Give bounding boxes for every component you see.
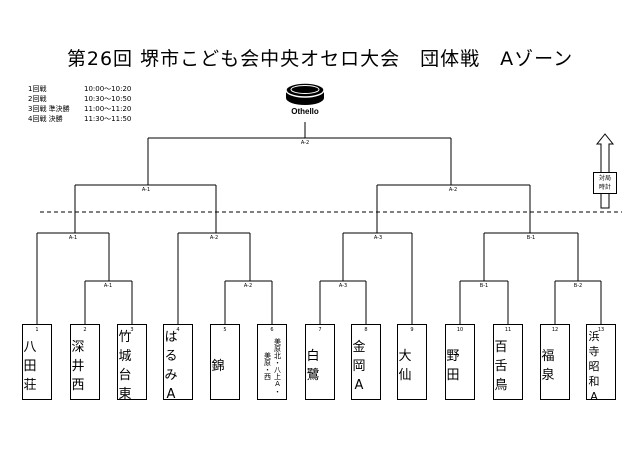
- team-box: 1 八田荘: [22, 324, 52, 400]
- team-name-line: 美原北・八上A・: [273, 337, 282, 395]
- schedule-round: 3回戦 準決勝: [28, 105, 70, 113]
- schedule-row: 3回戦 準決勝 11:00～11:20: [28, 104, 144, 114]
- match-label-r1-5: B-2: [573, 283, 583, 289]
- team-box: 10 野田: [445, 324, 475, 400]
- match-label-r1-4: B-1: [479, 283, 489, 289]
- team-box: 7 白鷺: [305, 324, 335, 400]
- team-name: 大仙: [398, 349, 412, 383]
- schedule-round: 2回戦: [28, 95, 47, 103]
- othello-logo-text: Othello: [291, 107, 319, 116]
- up-arrow-icon: [595, 133, 615, 209]
- team-number: 13: [597, 327, 605, 333]
- schedule-time: 11:30～11:50: [84, 115, 132, 123]
- team-number: 4: [176, 327, 180, 333]
- match-label-semi-right: A-2: [448, 187, 458, 193]
- team-box: 12 福泉: [540, 324, 570, 400]
- schedule-time: 10:30～10:50: [84, 95, 132, 103]
- schedule-list: 1回戦 10:00～10:20 2回戦 10:30～10:50 3回戦 準決勝 …: [28, 84, 144, 124]
- team-box: 13 浜寺昭和A: [586, 324, 616, 403]
- team-box: 2 深井西: [70, 324, 100, 400]
- match-label-qf-4: B-1: [526, 235, 536, 241]
- match-label-final: A-2: [300, 140, 310, 146]
- team-number: 6: [270, 327, 274, 333]
- team-number: 7: [318, 327, 322, 333]
- match-label-r1-1: A-1: [103, 283, 113, 289]
- schedule-time: 10:00～10:20: [84, 85, 132, 93]
- team-number: 1: [35, 327, 39, 333]
- team-box: 11 百舌鳥: [493, 324, 523, 400]
- team-name: はるみA: [164, 330, 178, 402]
- bracket-connectors: [36, 122, 602, 324]
- match-label-r1-3: A-3: [338, 283, 348, 289]
- team-number: 9: [410, 327, 414, 333]
- match-label-semi-left: A-1: [141, 187, 151, 193]
- team-number: 11: [504, 327, 512, 333]
- schedule-row: 1回戦 10:00～10:20: [28, 84, 144, 94]
- team-box: 6 美原北・八上A・ 美原・西: [257, 324, 287, 400]
- team-box: 9 大仙: [397, 324, 427, 400]
- team-number: 10: [456, 327, 464, 333]
- team-name: 深井西: [71, 339, 85, 393]
- schedule-round: 4回戦 決勝: [28, 115, 63, 123]
- team-name: 竹城台東: [118, 330, 132, 402]
- team-name: 浜寺昭和A: [588, 329, 600, 403]
- team-name: 白鷺: [306, 349, 320, 383]
- team-name: 百舌鳥: [494, 339, 508, 393]
- match-label-qf-2: A-2: [209, 235, 219, 241]
- othello-disc-icon: [285, 82, 325, 105]
- team-name: 野田: [446, 349, 460, 383]
- team-number: 8: [364, 327, 368, 333]
- legend-line: 対局: [598, 175, 611, 182]
- team-name: 八田荘: [23, 339, 37, 393]
- page-title: 第26回 堺市こども会中央オセロ大会 団体戦 Aゾーン: [66, 48, 574, 70]
- team-box: 4 はるみA: [163, 324, 193, 402]
- team-box: 8 金岡A: [351, 324, 381, 400]
- match-label-r1-2: A-2: [243, 283, 253, 289]
- team-name-line: 美原・西: [263, 352, 272, 380]
- team-name: 錦: [211, 358, 225, 374]
- team-number: 3: [130, 327, 134, 333]
- team-number: 2: [83, 327, 87, 333]
- schedule-row: 4回戦 決勝 11:30～11:50: [28, 114, 144, 124]
- team-number: 5: [223, 327, 227, 333]
- team-name: 美原北・八上A・ 美原・西: [258, 333, 286, 399]
- schedule-row: 2回戦 10:30～10:50: [28, 94, 144, 104]
- schedule-time: 11:00～11:20: [84, 105, 132, 113]
- schedule-round: 1回戦: [28, 85, 47, 93]
- legend-line: 時計: [598, 184, 611, 191]
- team-box: 5 錦: [210, 324, 240, 400]
- team-name: 金岡A: [352, 339, 366, 393]
- match-label-qf-1: A-1: [68, 235, 78, 241]
- team-name: 福泉: [541, 349, 555, 383]
- match-label-qf-3: A-3: [373, 235, 383, 241]
- team-box: 3 竹城台東: [117, 324, 147, 402]
- clock-legend-box: 対局 時計: [593, 172, 617, 194]
- team-number: 12: [551, 327, 559, 333]
